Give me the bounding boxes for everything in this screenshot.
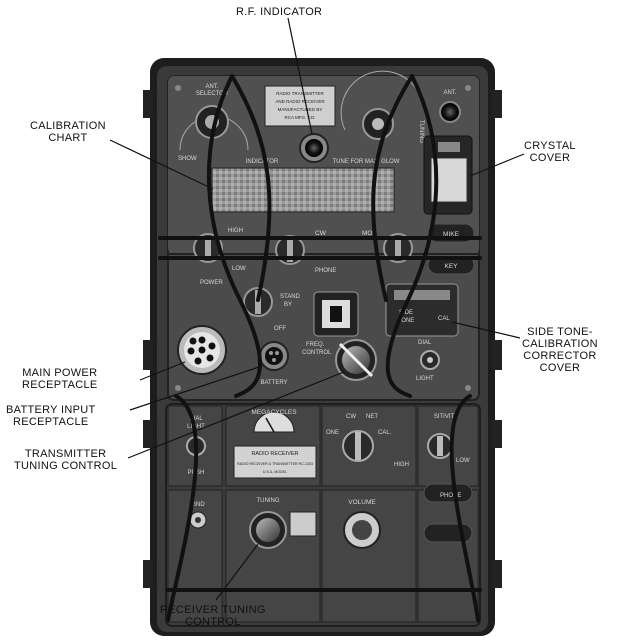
tune-for-max-label: TUNE FOR MAX. GLOW (332, 159, 399, 165)
phone-r-label: PHONE (440, 493, 461, 499)
megacycles-dial (253, 411, 295, 433)
battery-label: BATTERY (260, 380, 287, 386)
cw-net-label-1: CW (346, 414, 356, 420)
radio-receiver-label: RADIO RECEIVER (251, 451, 298, 457)
sensitivity-label: SITIVITY (434, 414, 458, 420)
dial-light-switch[interactable] (420, 350, 440, 370)
calibration-chart-text-2: CHART (48, 132, 88, 144)
phone-jack-upper[interactable] (423, 483, 473, 503)
receiver-tuning-knob[interactable] (249, 511, 317, 549)
transmitter-tuning-text-2: TUNING CONTROL (14, 460, 118, 472)
calibration-chart-text-1: CALIBRATION (30, 120, 106, 132)
sensitivity-switch[interactable] (427, 433, 453, 459)
battery-input-callout: BATTERY INPUT RECEPTACLE (6, 404, 95, 428)
freq-control-label-1: FREQ. (306, 342, 325, 348)
dial-light-label-1: DIAL (189, 416, 203, 422)
receiver-mode-switch[interactable] (342, 430, 374, 462)
mo-label: MO (362, 230, 372, 237)
ant-lamp (439, 101, 461, 123)
crystal-cover-text-2: COVER (529, 152, 571, 164)
rf-indicator-text: R.F. INDICATOR (236, 6, 323, 18)
high-r-label: HIGH (394, 462, 409, 468)
cal-label: CAL (438, 316, 450, 322)
power-label: POWER (200, 280, 223, 286)
volume-label: VOLUME (348, 499, 376, 506)
battery-input-text-2: RECEPTACLE (12, 416, 89, 428)
crystal-cover-callout: CRYSTAL COVER (524, 140, 576, 164)
cw-label: CW (315, 230, 327, 237)
receiver-tuning-text-1: RECEIVER TUNING (160, 604, 266, 616)
high-label: HIGH (228, 228, 243, 234)
main-power-callout: MAIN POWER RECEPTACLE (22, 367, 98, 391)
key-label: KEY (444, 263, 458, 270)
side-tone-text-4: COVER (539, 362, 581, 374)
plate-line-1: RADIO TRANSMITTER (276, 91, 324, 96)
gnd-terminal[interactable] (189, 511, 207, 529)
plate-line-3: MANUFACTURED BY (278, 107, 323, 112)
battery-receptacle[interactable] (259, 341, 289, 371)
ant-selector-label-2: SELECTOR (196, 91, 229, 97)
low-r-label: LOW (456, 458, 470, 464)
dial-label: DIAL (418, 340, 432, 346)
side-tone-callout: SIDE TONE- CALIBRATION CORRECTOR COVER (522, 326, 598, 374)
plate-line-4: RCA MFG. CO. (284, 115, 315, 120)
side-tone-cover[interactable] (385, 283, 459, 337)
rf-indicator-bulb (299, 133, 329, 163)
cw-net-label-2: NET (366, 414, 378, 420)
ant-label: ANT. (443, 90, 456, 96)
freq-control-label-2: CONTROL (302, 350, 332, 356)
ant-selector-label-1: ANT. (205, 84, 218, 90)
main-power-receptacle[interactable] (177, 325, 227, 375)
light-label: LIGHT (416, 376, 434, 382)
calibration-chart (211, 167, 395, 213)
name-plate (264, 85, 336, 127)
gnd-label: GND (191, 502, 205, 508)
low-label: LOW (232, 266, 246, 272)
receiver-plate-line-2: U.S.A. MODEL (263, 470, 287, 474)
side-tone-text-1: SIDE TONE- (527, 326, 593, 338)
freq-control-knob[interactable] (335, 339, 377, 381)
phone-label: PHONE (315, 268, 336, 274)
transmitter-tuning-callout: TRANSMITTER TUNING CONTROL (14, 448, 117, 472)
main-power-text-1: MAIN POWER (22, 367, 98, 379)
calibration-chart-callout: CALIBRATION CHART (30, 120, 106, 144)
mo-switch[interactable] (383, 233, 413, 263)
battery-input-text-1: BATTERY INPUT (6, 404, 96, 416)
power-switch[interactable] (193, 233, 223, 263)
standby-label-2: BY (284, 302, 292, 308)
tuning-r-label: TUNING (257, 498, 280, 504)
side-tone-text-3: CORRECTOR (523, 350, 597, 362)
tone-label: ONE (326, 430, 339, 436)
side-tone-text-2: CALIBRATION (522, 338, 598, 350)
transmitter-tuning-text-1: TRANSMITTER (24, 448, 107, 460)
dial-light-label-2: LIGHT (187, 424, 205, 430)
off-label: OFF (274, 326, 286, 332)
plate-line-2: AND RADIO RECEIVER (275, 99, 325, 104)
main-power-text-2: RECEPTACLE (22, 379, 98, 391)
side-tone-label-1: SIDE (399, 310, 413, 316)
side-tone-label-2: TONE (398, 318, 415, 324)
cable-loops (158, 74, 482, 622)
rf-indicator-callout: R.F. INDICATOR (236, 6, 322, 18)
tuning-label: TUNING (418, 120, 424, 143)
receiver-tuning-text-2: CONTROL (184, 616, 241, 628)
indicator-label: INDICATOR (246, 159, 279, 165)
standby-switch[interactable] (243, 287, 273, 317)
receiver-plate (233, 445, 317, 479)
receiver-tuning-callout: RECEIVER TUNING CONTROL (160, 604, 266, 628)
freq-window (313, 291, 359, 337)
standby-label-1: STAND (280, 294, 301, 300)
show-label: SHOW (178, 156, 197, 162)
mike-label: MIKE (443, 231, 460, 238)
leader-lines (109, 17, 525, 601)
volume-knob[interactable] (343, 511, 381, 549)
crystal-cover[interactable] (423, 135, 473, 215)
crystal-cover-text-1: CRYSTAL (524, 140, 576, 152)
cal-r-label: CAL. (378, 430, 392, 436)
receiver-plate-line-1: RADIO RECEIVER & TRANSMITTER RC-1303 (237, 462, 313, 466)
megacycles-label: MEGACYCLES (251, 409, 297, 416)
